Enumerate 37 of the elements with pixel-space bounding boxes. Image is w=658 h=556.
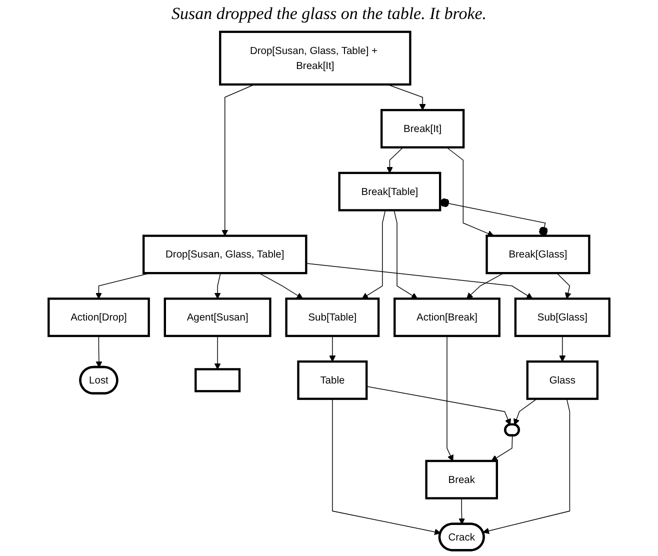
flowchart: Drop[Susan, Glass, Table] + Break[It] Drop[Susan, Glass, Table] Break[It] Break[Table] Break[Glass] Action[Drop] Agent[Susan] Sub[Table] Action[Break] Sub[Glass] Lost Table Break Glass Crack xyxy=(0,26,658,556)
node-box xyxy=(338,172,442,212)
node-box xyxy=(514,298,610,338)
arrow xyxy=(482,398,570,534)
arrow xyxy=(559,336,566,362)
node-box xyxy=(194,368,241,392)
arrow xyxy=(491,435,513,462)
node-box xyxy=(526,360,599,400)
arrow xyxy=(386,146,404,174)
arrow xyxy=(458,498,466,524)
node-box xyxy=(380,108,465,148)
arrow xyxy=(332,398,441,536)
node-box xyxy=(142,234,308,274)
connector xyxy=(440,198,548,236)
arrow xyxy=(329,336,336,362)
arrow xyxy=(306,262,533,299)
arrow xyxy=(214,336,221,370)
node-box xyxy=(425,460,498,500)
arrow xyxy=(394,210,418,299)
arrow xyxy=(446,336,454,462)
arrow xyxy=(214,272,221,299)
arrow xyxy=(258,272,303,299)
arrow xyxy=(362,210,386,299)
node-box xyxy=(297,360,368,400)
node-box xyxy=(48,298,150,338)
arrow xyxy=(513,398,538,426)
arrow xyxy=(222,84,255,236)
node-box xyxy=(285,298,380,338)
arrow xyxy=(556,272,572,299)
diagram-title: Susan dropped the glass on the table. It broke. xyxy=(171,4,487,24)
arrow xyxy=(446,146,494,237)
node-box xyxy=(394,298,500,338)
node-box xyxy=(164,298,272,338)
arrow xyxy=(366,386,511,426)
node-box xyxy=(486,234,590,274)
node-box xyxy=(219,30,412,86)
arrow xyxy=(96,336,102,368)
